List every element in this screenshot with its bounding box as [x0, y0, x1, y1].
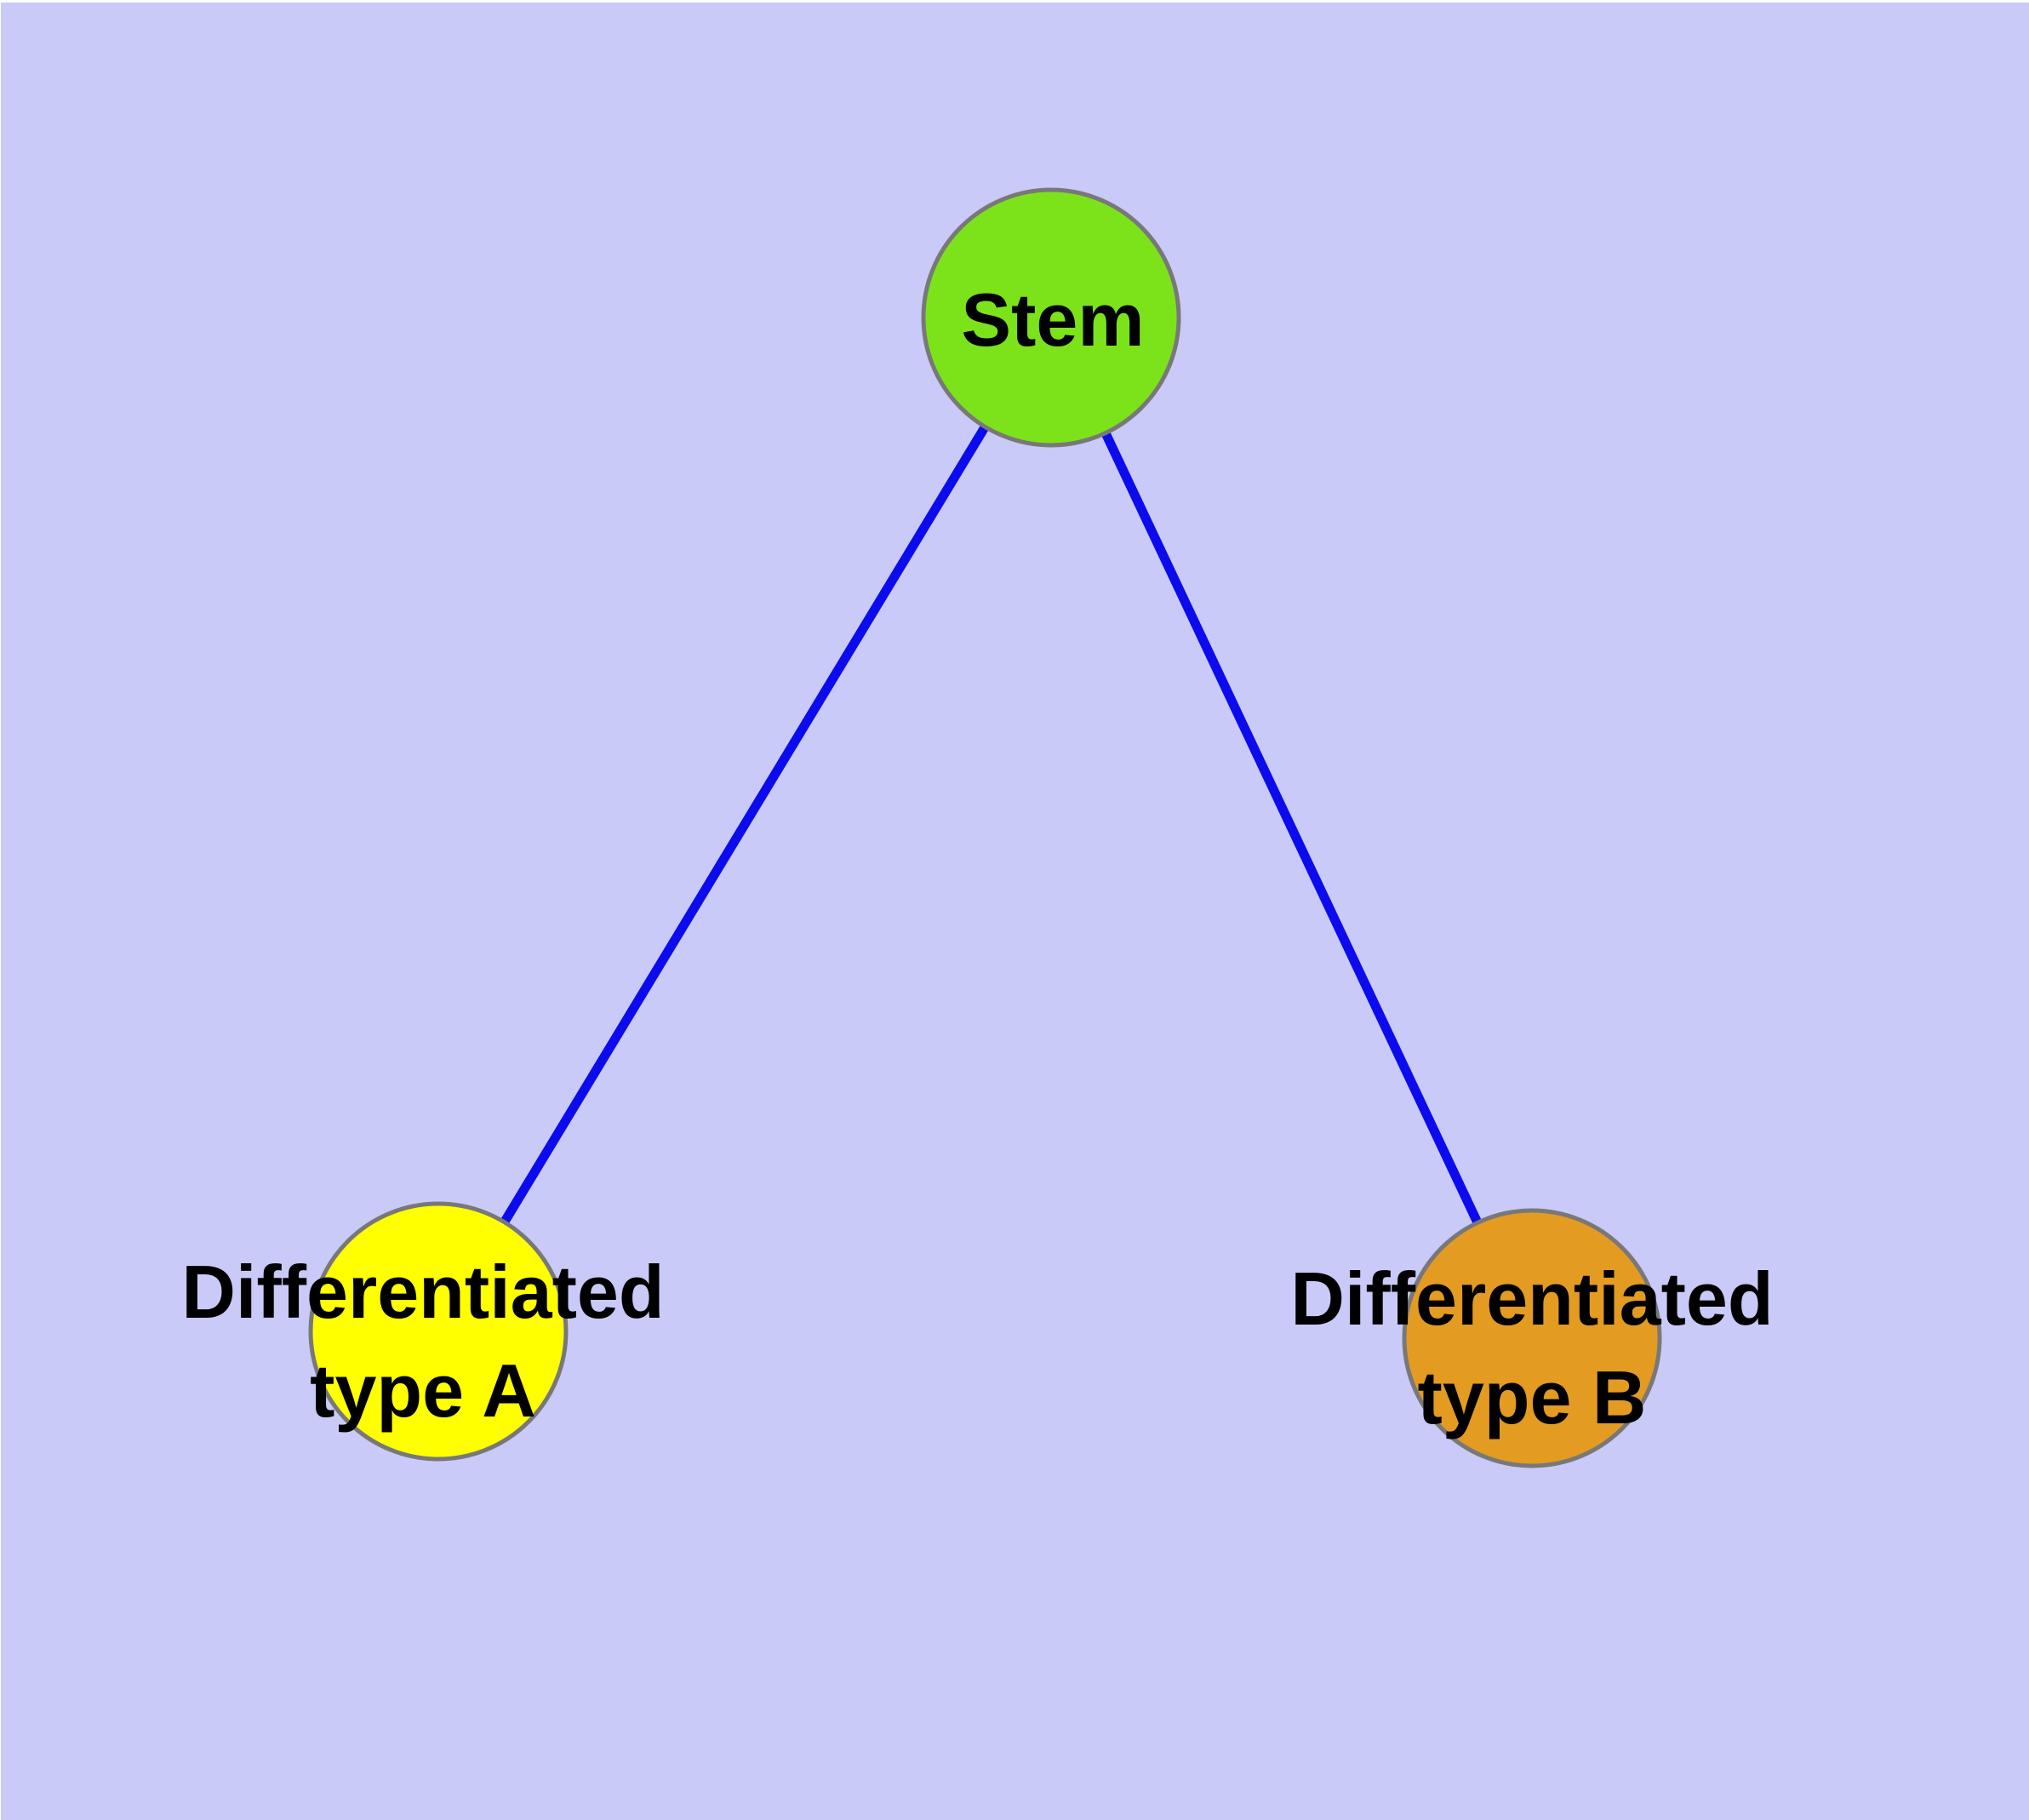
- node-stem-circle: [921, 187, 1181, 448]
- node-type-b-label-line1: Differentiated: [1290, 1256, 1773, 1341]
- node-type-a-label-line1: Differentiated: [181, 1250, 664, 1334]
- edge-stem-to-type-a: [433, 312, 1056, 1336]
- node-type-a-label-line2: type A: [310, 1348, 536, 1433]
- node-type-b-label-line2: type B: [1418, 1355, 1647, 1439]
- node-type-a-circle: [308, 1201, 569, 1462]
- node-stem-label: Stem: [961, 278, 1144, 362]
- node-type-b-circle: [1402, 1208, 1662, 1468]
- edge-stem-to-type-b: [1046, 312, 1537, 1343]
